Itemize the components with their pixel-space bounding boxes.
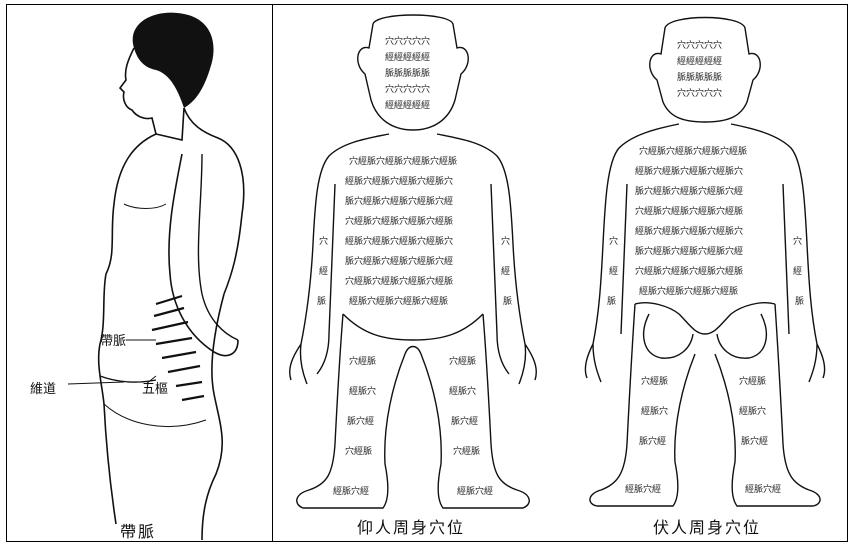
svg-text:脈脈脈脈脈: 脈脈脈脈脈	[385, 67, 430, 79]
svg-text:脈脈脈脈脈: 脈脈脈脈脈	[677, 71, 722, 83]
svg-text:經脈穴經脈穴經脈穴經脈穴: 經脈穴經脈穴經脈穴經脈穴	[635, 165, 743, 177]
svg-text:經脈穴: 經脈穴	[449, 385, 476, 397]
svg-text:脈穴經: 脈穴經	[347, 415, 374, 427]
svg-text:穴經脈: 穴經脈	[453, 445, 480, 457]
svg-text:經: 經	[319, 265, 328, 277]
svg-text:穴經脈穴經脈穴經脈穴經脈: 穴經脈穴經脈穴經脈穴經脈	[635, 205, 743, 217]
svg-text:經脈穴經脈穴經脈穴經脈穴: 經脈穴經脈穴經脈穴經脈穴	[345, 175, 453, 187]
svg-text:穴: 穴	[609, 235, 618, 247]
svg-text:脈穴經脈穴經脈穴經脈穴經: 脈穴經脈穴經脈穴經脈穴經	[345, 195, 453, 207]
svg-text:脈: 脈	[795, 295, 804, 307]
side-view-figure	[6, 4, 272, 542]
svg-text:穴: 穴	[793, 235, 802, 247]
svg-text:穴經脈: 穴經脈	[739, 375, 766, 387]
svg-text:穴: 穴	[501, 235, 510, 247]
svg-text:脈穴經脈穴經脈穴經脈穴經: 脈穴經脈穴經脈穴經脈穴經	[635, 245, 743, 257]
label-daimai: 帶脈	[100, 330, 126, 349]
svg-text:穴穴穴穴穴: 穴穴穴穴穴	[677, 39, 722, 51]
svg-text:穴穴穴穴穴: 穴穴穴穴穴	[385, 83, 430, 95]
svg-text:穴經脈: 穴經脈	[345, 445, 372, 457]
svg-text:經脈穴經: 經脈穴經	[333, 485, 369, 497]
svg-text:穴穴穴穴穴: 穴穴穴穴穴	[385, 35, 430, 47]
svg-text:穴經脈: 穴經脈	[641, 375, 668, 387]
svg-text:經脈穴: 經脈穴	[641, 405, 668, 417]
svg-text:穴經脈穴經脈穴經脈穴經脈: 穴經脈穴經脈穴經脈穴經脈	[349, 155, 457, 167]
svg-text:穴經脈: 穴經脈	[349, 355, 376, 367]
svg-text:經經經經經: 經經經經經	[677, 55, 722, 67]
svg-text:脈穴經: 脈穴經	[741, 435, 768, 447]
svg-text:經脈穴: 經脈穴	[349, 385, 376, 397]
svg-text:經脈穴經脈穴經脈穴經脈: 經脈穴經脈穴經脈穴經脈	[639, 285, 738, 297]
label-wushu: 五樞	[142, 378, 168, 397]
svg-text:經脈穴經: 經脈穴經	[457, 485, 493, 497]
svg-text:經脈穴: 經脈穴	[739, 405, 766, 417]
caption-back: 伏人周身穴位	[653, 514, 761, 538]
svg-text:脈穴經脈穴經脈穴經脈穴經: 脈穴經脈穴經脈穴經脈穴經	[635, 185, 743, 197]
svg-text:穴經脈穴經脈穴經脈穴經脈: 穴經脈穴經脈穴經脈穴經脈	[639, 145, 747, 157]
svg-text:經脈穴經脈穴經脈穴經脈: 經脈穴經脈穴經脈穴經脈	[349, 295, 448, 307]
svg-text:經: 經	[609, 265, 618, 277]
caption-daimai: 帶脈	[120, 518, 156, 542]
svg-text:穴穴穴穴穴: 穴穴穴穴穴	[677, 87, 722, 99]
svg-text:穴經脈穴經脈穴經脈穴經脈: 穴經脈穴經脈穴經脈穴經脈	[345, 275, 453, 287]
svg-text:經脈穴經脈穴經脈穴經脈穴: 經脈穴經脈穴經脈穴經脈穴	[635, 225, 743, 237]
svg-text:脈: 脈	[607, 295, 616, 307]
svg-text:穴經脈: 穴經脈	[449, 355, 476, 367]
svg-text:脈穴經: 脈穴經	[451, 415, 478, 427]
svg-text:脈: 脈	[317, 295, 326, 307]
panel-back: 穴穴穴穴穴經經經經經 脈脈脈脈脈穴穴穴穴穴 穴經脈穴經脈穴經脈穴經脈 經脈穴經脈…	[569, 4, 848, 542]
svg-text:脈穴經: 脈穴經	[639, 435, 666, 447]
panel-front: 穴穴穴穴穴經經經經經 脈脈脈脈脈穴穴穴穴穴 經經經經經 穴經脈穴經脈穴經脈穴經脈…	[273, 4, 568, 542]
caption-front: 仰人周身穴位	[357, 514, 465, 538]
svg-text:穴經脈穴經脈穴經脈穴經脈: 穴經脈穴經脈穴經脈穴經脈	[345, 215, 453, 227]
svg-text:穴經脈穴經脈穴經脈穴經脈: 穴經脈穴經脈穴經脈穴經脈	[635, 265, 743, 277]
svg-text:穴: 穴	[319, 235, 328, 247]
svg-text:經: 經	[793, 265, 802, 277]
svg-text:經脈穴經脈穴經脈穴經脈穴: 經脈穴經脈穴經脈穴經脈穴	[345, 235, 453, 247]
panel-daimai: 帶脈 五樞 維道 帶脈	[6, 4, 272, 542]
label-weidao: 維道	[30, 378, 56, 397]
svg-text:經脈穴經: 經脈穴經	[625, 483, 661, 495]
svg-text:經: 經	[501, 265, 510, 277]
svg-text:經脈穴經: 經脈穴經	[745, 483, 781, 495]
svg-text:經經經經經: 經經經經經	[385, 51, 430, 63]
svg-text:脈穴經脈穴經脈穴經脈穴經: 脈穴經脈穴經脈穴經脈穴經	[345, 255, 453, 267]
svg-text:脈: 脈	[503, 295, 512, 307]
svg-text:經經經經經: 經經經經經	[385, 99, 430, 111]
